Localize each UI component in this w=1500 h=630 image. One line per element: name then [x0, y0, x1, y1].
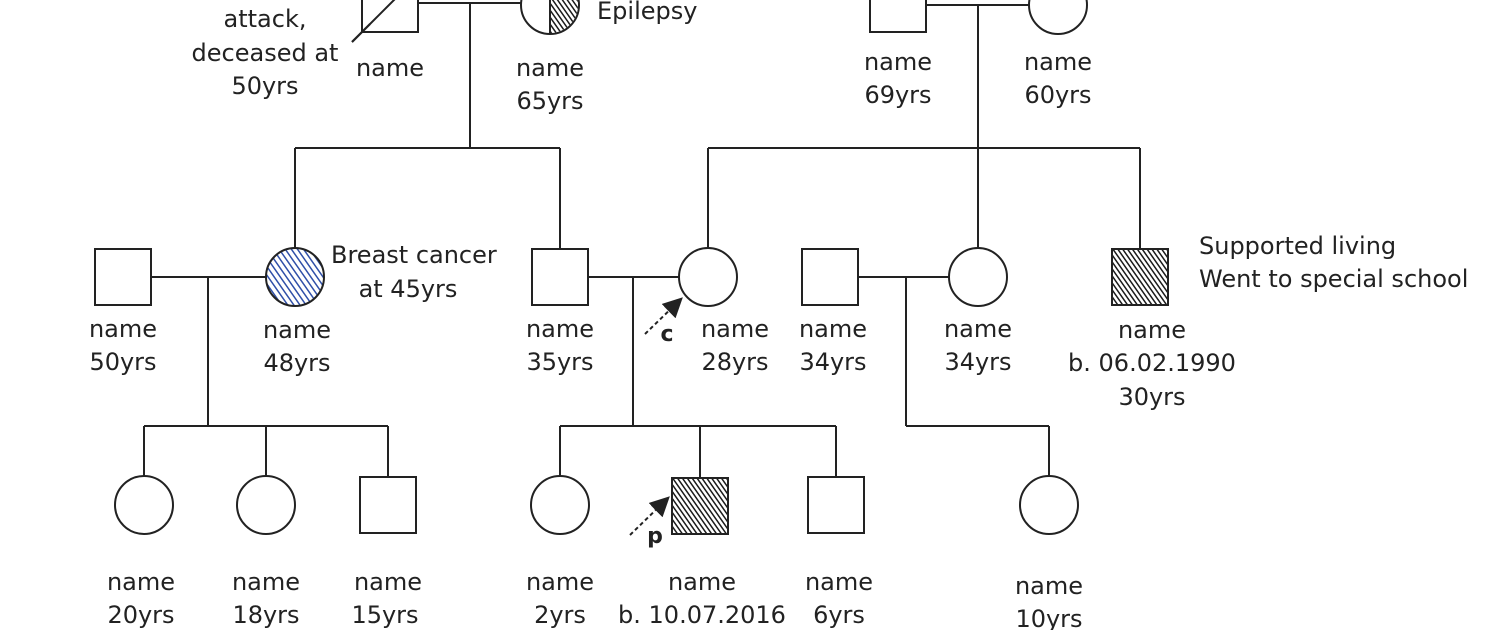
cousin3-age: 15yrs	[351, 601, 418, 629]
mgf-name: name	[864, 48, 932, 76]
maunt-husband-age: 34yrs	[799, 348, 866, 376]
maternal-grandfather-symbol	[869, 0, 927, 33]
aunt-symbol-affected	[265, 247, 325, 307]
mother-symbol	[678, 247, 738, 307]
generation-2: name 50yrs Breast cancer at 45yrs name 4…	[89, 147, 1468, 426]
generation-3: name 20yrs name 18yrs name 15yrs name 2y…	[107, 425, 1083, 630]
maunt-age: 34yrs	[944, 348, 1011, 376]
pgf-note-line-2: deceased at	[192, 39, 339, 67]
muncle-dob: b. 06.02.1990	[1068, 349, 1236, 377]
mgm-name: name	[1024, 48, 1092, 76]
muncle-note-line-1: Supported living	[1199, 232, 1396, 260]
cousin2-age: 18yrs	[232, 601, 299, 629]
aunt-age: 48yrs	[263, 349, 330, 377]
cousin2-name: name	[232, 568, 300, 596]
sister-age: 2yrs	[534, 601, 586, 629]
aunt-condition-line-1: Breast cancer	[331, 241, 497, 269]
mgf-age: 69yrs	[864, 81, 931, 109]
cousin1-symbol	[114, 475, 174, 535]
cousin3-symbol	[359, 476, 417, 534]
cousin4-age: 10yrs	[1015, 605, 1082, 630]
consultand-arrow	[644, 297, 683, 335]
pgm-name: name	[516, 54, 584, 82]
uncle-age: 50yrs	[89, 348, 156, 376]
maunt-name: name	[944, 315, 1012, 343]
cousin3-name: name	[354, 568, 422, 596]
pgf-name: name	[356, 54, 424, 82]
proband-name: name	[668, 568, 736, 596]
uncle-name: name	[89, 315, 157, 343]
father-symbol	[531, 248, 589, 306]
proband-marker: p	[647, 524, 663, 549]
brother-age: 6yrs	[813, 601, 865, 629]
mgm-age: 60yrs	[1024, 81, 1091, 109]
muncle-note-line-2: Went to special school	[1199, 265, 1468, 293]
aunt-name: name	[263, 316, 331, 344]
muncle-age: 30yrs	[1118, 383, 1185, 411]
brother-name: name	[805, 568, 873, 596]
muncle-name: name	[1118, 316, 1186, 344]
pgf-note-line-1: attack,	[224, 5, 307, 33]
sister-name: name	[526, 568, 594, 596]
generation-1: attack, deceased at 50yrs name Epilepsy …	[192, 0, 1092, 148]
pgf-note-line-3: 50yrs	[231, 72, 298, 100]
mother-name: name	[701, 315, 769, 343]
maternal-grandmother-symbol	[1028, 0, 1088, 35]
note-pointer-line	[351, 23, 371, 43]
brother-symbol	[807, 476, 865, 534]
cousin1-name: name	[107, 568, 175, 596]
proband-dob: b. 10.07.2016	[618, 601, 786, 629]
mother-age: 28yrs	[701, 348, 768, 376]
consultand-marker: c	[660, 322, 673, 347]
proband-arrow	[629, 496, 670, 536]
maunt-symbol	[948, 247, 1008, 307]
cousin4-symbol	[1019, 475, 1079, 535]
uncle-symbol	[94, 248, 152, 306]
pgm-age: 65yrs	[516, 87, 583, 115]
maunt-husband-symbol	[801, 248, 859, 306]
maunt-husband-name: name	[799, 315, 867, 343]
cousin1-age: 20yrs	[107, 601, 174, 629]
proband-symbol-affected	[671, 477, 729, 535]
cousin2-symbol	[236, 475, 296, 535]
half-affected-shading	[550, 0, 578, 33]
father-age: 35yrs	[526, 348, 593, 376]
pgm-condition: Epilepsy	[597, 0, 697, 25]
muncle-symbol-affected	[1111, 248, 1169, 306]
cousin4-name: name	[1015, 572, 1083, 600]
father-name: name	[526, 315, 594, 343]
aunt-condition-line-2: at 45yrs	[359, 275, 458, 303]
sister-symbol	[530, 475, 590, 535]
